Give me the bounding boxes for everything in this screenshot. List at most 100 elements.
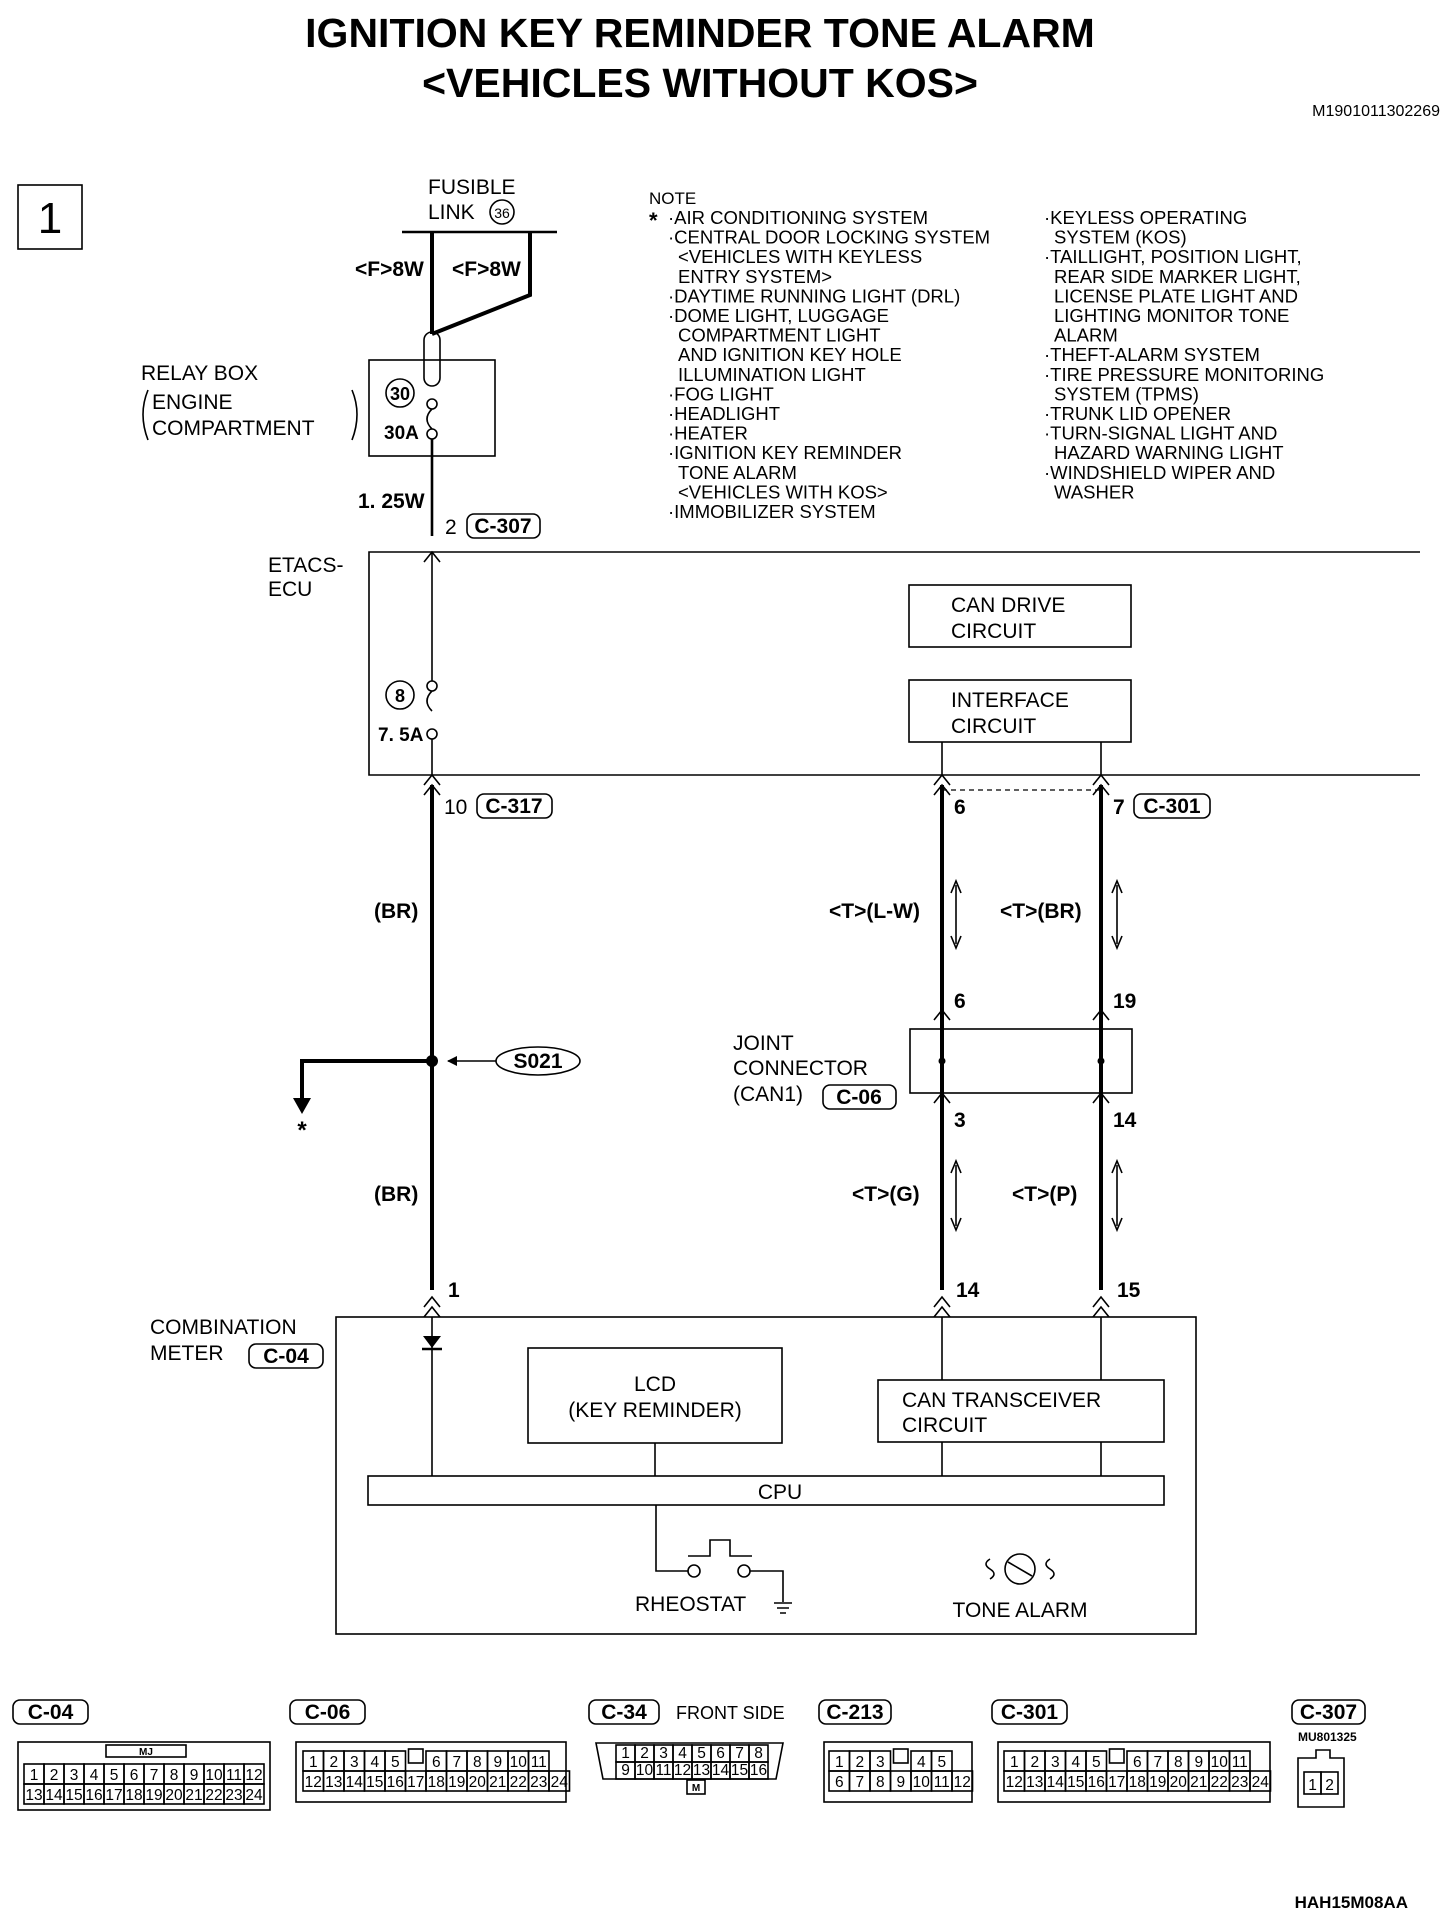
connector-pin-label: 5 [1092,1754,1101,1771]
connector-pin-label: 14 [712,1762,730,1779]
connector-pin-label: 19 [1149,1774,1166,1791]
wire-label-t-br: <T>(BR) [1000,900,1082,923]
connector-pin-label: 2 [1030,1754,1039,1771]
connector-pin-label: 8 [876,1774,885,1791]
connector-pin-label: 4 [917,1754,926,1771]
connector-pin-label: 10 [510,1754,528,1771]
connector-c307-part: MU801325 [1298,1730,1357,1744]
footer-code: HAH15M08AA [1295,1893,1408,1912]
connector-name: C-301 [1001,1701,1059,1724]
ground-icon [774,1602,792,1614]
relay-box-bracket-right [351,389,358,441]
connector-pin-label: 6 [1133,1754,1142,1771]
note-line: SYSTEM (KOS) [1054,227,1187,248]
tone-alarm-icon [1004,1553,1036,1585]
signal-arrow-lw-bottom [950,935,962,951]
connector-pin-label: 16 [750,1762,767,1779]
note-line: LIGHTING MONITOR TONE [1054,305,1289,326]
connector-pin-label: 23 [225,1787,242,1804]
connector-pin-label: 14 [1047,1774,1065,1791]
connector-badge [991,1699,1068,1725]
fuse-30-number: 30 [390,384,410,404]
jc-out-chevron-l [933,1091,951,1104]
interface-circuit-label: INTERFACE [951,689,1069,712]
connector-pin-label: 20 [165,1787,183,1804]
connector-pin-label: 7 [1153,1754,1162,1771]
fusible-link-label: FUSIBLE [428,176,516,199]
connector-pin-label: 15 [65,1787,82,1804]
c307-pin-number: 2 [445,516,457,539]
connector-badge [12,1699,89,1725]
connector-pin-label: 13 [1026,1774,1043,1791]
connector-pin-label: 8 [473,1754,482,1771]
connector-pin-label: 22 [510,1774,527,1791]
connector-pin-label: 2 [1325,1777,1334,1794]
signal-arrow-p-bottom [1111,1217,1123,1233]
can-h-out-chevron [1092,773,1110,786]
page-number-box [17,184,83,250]
can-drive-circuit-label-2: CIRCUIT [951,620,1036,643]
connector-cavity [548,1770,571,1792]
note-star: * [649,208,658,233]
connector-pin-label: 9 [1194,1754,1203,1771]
connector-pin-label: 12 [245,1767,262,1784]
connector-c06-housing [295,1741,567,1803]
connector-lock [892,1748,909,1764]
connector-pin-label: 10 [636,1762,654,1779]
fuse-30-terminal-bottom [426,428,438,440]
connector-pin-label: 24 [245,1787,263,1804]
connector-pin-label: 14 [346,1774,364,1791]
note-line: TONE ALARM [678,462,797,483]
signal-arrow-g-bottom [950,1217,962,1233]
connector-name: C-34 [601,1701,647,1724]
cpu-label: CPU [758,1481,802,1504]
connector-pin-label: 2 [855,1754,864,1771]
connector-pin-label: 9 [190,1767,199,1784]
connector-pin-label: 8 [1174,1754,1183,1771]
joint-connector-label-3: (CAN1) [733,1083,803,1106]
wire-label-br-upper: (BR) [374,900,418,923]
connector-pin-label: 20 [469,1774,487,1791]
connector-pin-label: 18 [1129,1774,1146,1791]
meter-in-chevron-14 [933,1295,951,1308]
joint-connector-pin-14: 14 [1113,1109,1137,1132]
connector-pin-label: 2 [640,1745,649,1762]
connector-pin-label: 22 [205,1787,222,1804]
can-transceiver-box [877,1379,1165,1443]
connector-pin-label: 18 [125,1787,142,1804]
connector-pin-label: 17 [1108,1774,1125,1791]
document-id: M1901011302269 [1312,103,1440,120]
combination-meter-box [335,1316,1197,1635]
fuse-8-element [426,690,433,712]
note-line: WASHER [1054,481,1135,502]
note-line: ·AIR CONDITIONING SYSTEM [668,207,928,228]
connector-pin-label: 2 [329,1754,338,1771]
connector-pin-label: 16 [85,1787,102,1804]
connector-pin-label: 13 [693,1762,710,1779]
connector-pin-label: 17 [105,1787,122,1804]
meter-in-chevron-15 [1092,1295,1110,1308]
fuse-8-rating: 7. 5A [378,725,424,746]
connector-pin-label: 9 [896,1774,905,1791]
connector-pin-label: 6 [716,1745,725,1762]
note-line: ·TIRE PRESSURE MONITORING [1044,364,1324,385]
note-line: ·DAYTIME RUNNING LIGHT (DRL) [668,285,960,306]
connector-pin-label: 4 [90,1767,99,1784]
rheostat-switch-icon [688,1539,752,1557]
connector-pin-label: 6 [130,1767,139,1784]
connector-pin-label: 10 [1211,1754,1229,1771]
signal-arrow-g-top [950,1158,962,1174]
connector-name: C-213 [826,1701,883,1724]
joint-connector-pin-19: 19 [1113,990,1136,1013]
splice-s021-label: S021 [513,1050,562,1073]
wire-label-f8w-right: <F>8W [452,258,521,281]
connector-pin-label: 20 [1170,1774,1188,1791]
fuse-8-terminal-top [426,680,438,692]
cpu-box [367,1475,1165,1506]
meter-pin-15: 15 [1117,1279,1141,1302]
connector-badge [289,1699,366,1725]
lcd-label: LCD [634,1373,676,1396]
wire-label-t-p: <T>(P) [1012,1183,1077,1206]
c301-pin-6: 6 [954,796,966,819]
